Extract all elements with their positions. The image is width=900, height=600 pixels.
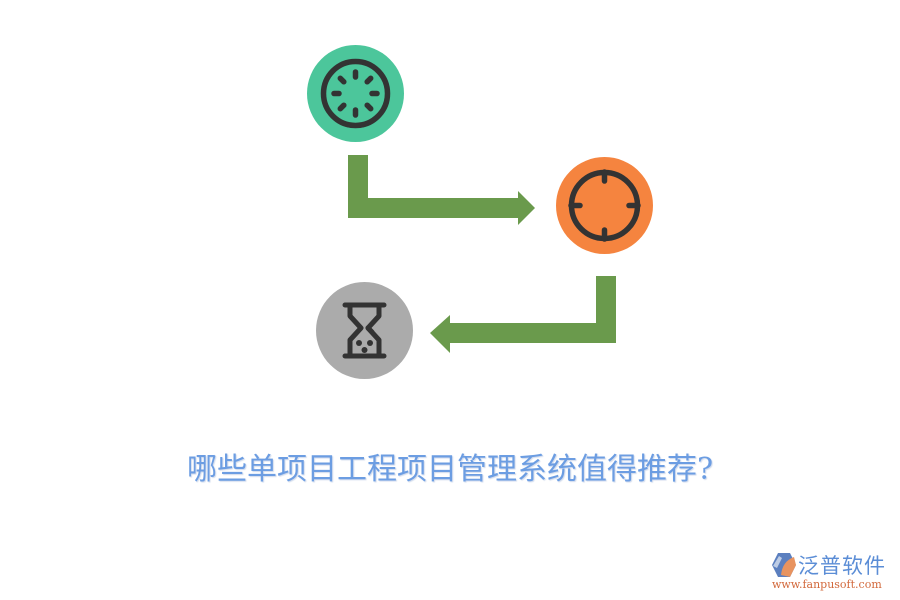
step-1-circle <box>307 45 404 142</box>
step-3-circle <box>316 282 413 379</box>
logo-name: 泛普软件 <box>798 554 886 578</box>
loading-spinner-icon <box>320 58 391 129</box>
hourglass-icon <box>342 302 387 359</box>
brand-logo: 泛普软件 www.fanpusoft.com <box>768 550 898 596</box>
step-2-circle <box>556 157 653 254</box>
page-title: 哪些单项目工程项目管理系统值得推荐? <box>186 452 714 487</box>
crosshair-target-icon <box>568 169 641 242</box>
logo-url: www.fanpusoft.com <box>772 578 882 591</box>
logo-mark-icon <box>772 553 796 577</box>
